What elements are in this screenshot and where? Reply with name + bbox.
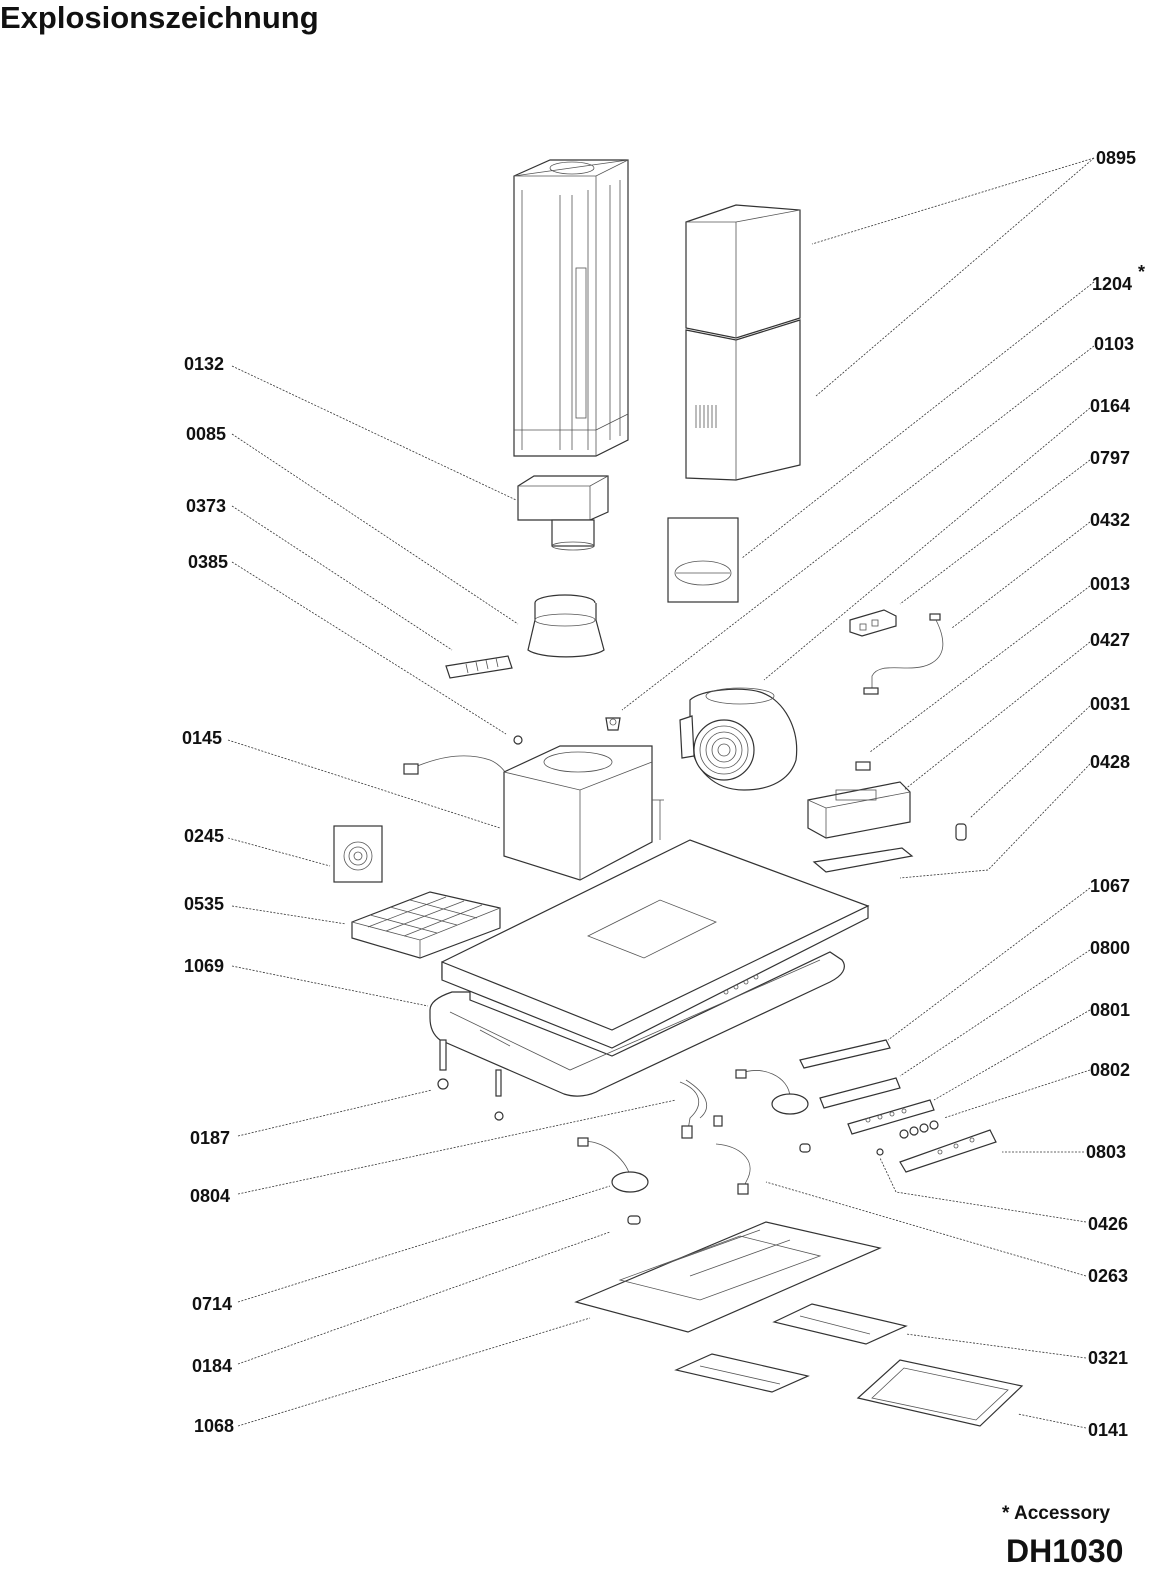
bottom-cover <box>574 1221 882 1333</box>
grease-filter-small-upper <box>772 1303 908 1345</box>
part-labels-right: 0895 1204 * 0103 0164 0797 0432 0013 042… <box>1086 148 1145 1440</box>
label-0800: 0800 <box>1090 938 1130 958</box>
leader-lines <box>227 157 1095 1429</box>
part-labels-left: 0132 0085 0373 0385 0145 0245 0535 1069 … <box>182 354 234 1436</box>
blower-fan <box>679 687 798 791</box>
charcoal-filter <box>333 825 383 883</box>
label-0714: 0714 <box>192 1294 232 1314</box>
button-strip <box>899 1129 997 1173</box>
label-0132: 0132 <box>184 354 224 374</box>
label-0085: 0085 <box>186 424 226 444</box>
switch-module <box>849 609 897 637</box>
motor-housing <box>403 745 664 881</box>
page-title: Explosionszeichnung <box>0 0 319 35</box>
connector-block <box>855 761 871 771</box>
label-0428: 0428 <box>1090 752 1130 772</box>
label-0802: 0802 <box>1090 1060 1130 1080</box>
fixing-clip <box>605 717 621 731</box>
grid-filter <box>351 891 501 959</box>
label-0432: 0432 <box>1090 510 1130 530</box>
label-0145: 0145 <box>182 728 222 748</box>
hood-frame <box>429 951 845 1097</box>
label-1068: 1068 <box>194 1416 234 1436</box>
control-panel <box>819 1077 901 1109</box>
mesh-filter <box>856 1359 1024 1427</box>
small-pin <box>876 1148 884 1156</box>
light-bracket <box>799 1039 891 1069</box>
label-0187: 0187 <box>190 1128 230 1148</box>
small-screw <box>513 735 523 745</box>
label-0103: 0103 <box>1094 334 1134 354</box>
label-0427: 0427 <box>1090 630 1130 650</box>
wiring-harness <box>863 613 944 695</box>
accessory-filter-pack <box>667 517 739 603</box>
label-0373: 0373 <box>186 496 226 516</box>
label-0895: 0895 <box>1096 148 1136 168</box>
hood-canopy <box>441 839 870 1049</box>
label-0426: 0426 <box>1088 1214 1128 1234</box>
duct-adapter <box>517 475 609 551</box>
label-1067: 1067 <box>1090 876 1130 896</box>
control-board <box>847 1099 935 1135</box>
label-0141: 0141 <box>1088 1420 1128 1440</box>
label-0797: 0797 <box>1090 448 1130 468</box>
bracket-strip <box>445 655 513 679</box>
label-0013: 0013 <box>1090 574 1130 594</box>
model-number: DH1030 <box>1006 1533 1124 1569</box>
lamp-wires <box>679 1079 723 1139</box>
label-0245: 0245 <box>184 826 224 846</box>
connection-wires <box>715 1143 751 1195</box>
label-0804: 0804 <box>190 1186 230 1206</box>
cover-plate <box>812 847 914 873</box>
label-0031: 0031 <box>1090 694 1130 714</box>
chimney-frame <box>513 159 629 457</box>
label-1069: 1069 <box>184 956 224 976</box>
halogen-lamp-upper <box>735 1069 809 1115</box>
accessory-note: * Accessory <box>1002 1503 1111 1524</box>
label-0263: 0263 <box>1088 1266 1128 1286</box>
label-0164: 0164 <box>1090 396 1130 416</box>
motor-flange <box>527 594 605 658</box>
screw-set <box>437 1039 504 1121</box>
label-0535: 0535 <box>184 894 224 914</box>
label-1204-star: * <box>1138 262 1145 282</box>
button-set <box>899 1120 939 1139</box>
halogen-lamp-lower <box>577 1137 649 1193</box>
label-1204: 1204 <box>1092 274 1132 294</box>
label-0801: 0801 <box>1090 1000 1130 1020</box>
small-bulb <box>955 823 967 841</box>
label-0803: 0803 <box>1086 1142 1126 1162</box>
lamp-bulbs <box>627 1143 811 1225</box>
label-0321: 0321 <box>1088 1348 1128 1368</box>
control-box <box>807 781 911 839</box>
grease-filter-small-lower <box>674 1353 810 1393</box>
label-0184: 0184 <box>192 1356 232 1376</box>
label-0385: 0385 <box>188 552 228 572</box>
chimney-cover <box>685 204 801 481</box>
